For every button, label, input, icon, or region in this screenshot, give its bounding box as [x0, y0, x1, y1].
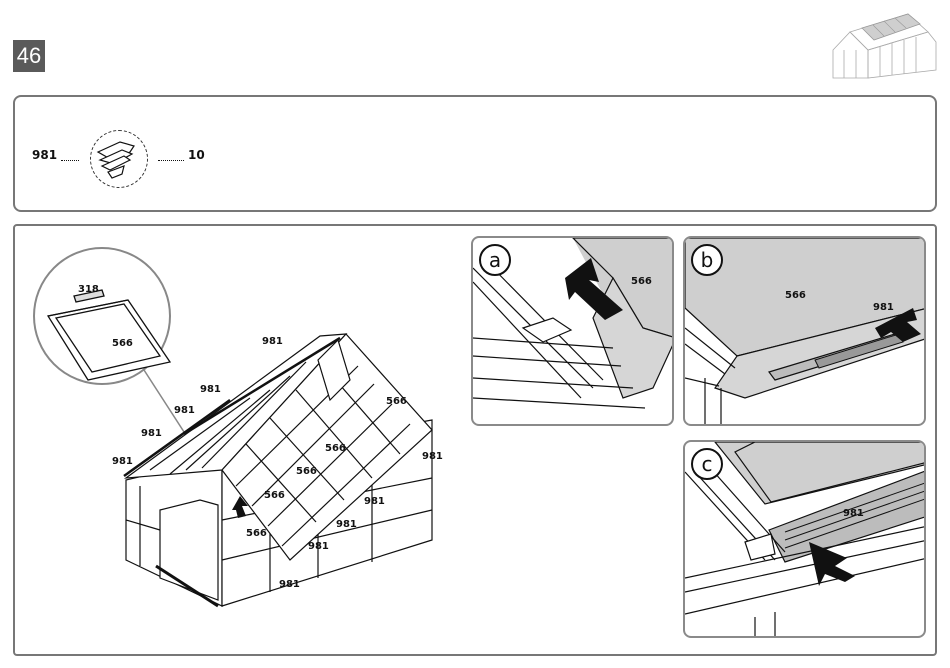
- roof-pane-label: 566: [246, 528, 267, 539]
- roof-pane-label: 566: [386, 396, 407, 407]
- roof-profile-label: 981: [174, 405, 195, 416]
- roof-profile-label: 981: [422, 451, 443, 462]
- roof-profile-label: 981: [308, 541, 329, 552]
- detail-c-profile-label: 981: [843, 508, 864, 519]
- roof-profile-label: 981: [364, 496, 385, 507]
- roof-pane-label: 566: [325, 443, 346, 454]
- detail-panel-b: b 566 981: [683, 236, 926, 426]
- detail-b-pane-label: 566: [785, 290, 806, 301]
- detail-panel-c: c 981: [683, 440, 926, 638]
- detail-letter-c: c: [691, 448, 723, 480]
- detail-letter-b: b: [691, 244, 723, 276]
- roof-profile-label: 981: [141, 428, 162, 439]
- roof-profile-label: 981: [200, 384, 221, 395]
- detail-b-profile-label: 981: [873, 302, 894, 313]
- greenhouse-progress-thumbnail: [828, 12, 938, 82]
- detail-a-pane-label: 566: [631, 276, 652, 287]
- roof-profile-label: 981: [112, 456, 133, 467]
- zoom-part-label: 318: [78, 284, 99, 295]
- roof-profile-label: 981: [279, 579, 300, 590]
- roof-pane-label: 566: [264, 490, 285, 501]
- detail-panel-a: a 566: [471, 236, 674, 426]
- greenhouse-roof-assembly-drawing: [0, 0, 470, 668]
- detail-letter-a: a: [479, 244, 511, 276]
- roof-profile-label: 981: [262, 336, 283, 347]
- zoom-pane-label: 566: [112, 338, 133, 349]
- roof-profile-label: 981: [336, 519, 357, 530]
- roof-pane-label: 566: [296, 466, 317, 477]
